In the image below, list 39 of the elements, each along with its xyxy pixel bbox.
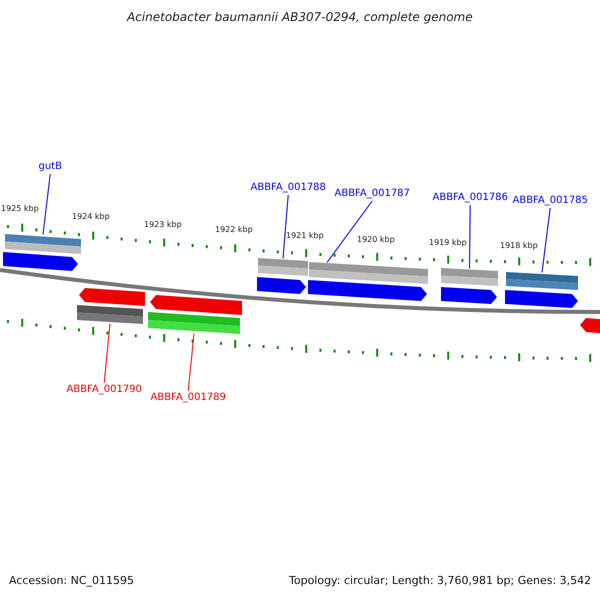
leader-line: [542, 208, 551, 273]
gene-feature-bar: [77, 305, 143, 324]
leader-line: [282, 194, 289, 259]
scale-label: 1918 kbp: [500, 240, 538, 252]
leader-line: [42, 174, 51, 235]
scale-label: 1923 kbp: [144, 219, 182, 231]
scale-label: 1925 kbp: [1, 203, 39, 215]
gene-feature-bar: [506, 272, 578, 290]
leader-line: [469, 204, 471, 269]
gene-feature-bar: [148, 312, 240, 334]
gene-feature-bar: [258, 258, 308, 276]
gene-block: [441, 287, 497, 304]
scale-label: 1921 kbp: [286, 230, 324, 242]
gene-feature-bar: [5, 234, 81, 254]
gene-block: [79, 288, 145, 306]
gene-block: [257, 277, 306, 294]
gene-label: ABBFA_001789: [150, 392, 226, 404]
gene-block: [3, 252, 78, 271]
gene-label: ABBFA_001788: [250, 182, 326, 194]
scale-label: 1920 kbp: [357, 234, 395, 246]
footer-text: Accession: NC_011595: [9, 575, 134, 587]
scale-label: 1924 kbp: [72, 211, 110, 223]
leader-line: [104, 323, 110, 384]
genome-title: Acinetobacter baumannii AB307-0294, complete genome: [127, 11, 473, 23]
gene-label: ABBFA_001785: [512, 195, 588, 207]
scale-label: 1922 kbp: [215, 224, 253, 236]
gene-feature-bar: [309, 262, 428, 284]
gene-label: gutB: [38, 161, 62, 173]
gene-block: [150, 295, 242, 315]
leader-line: [188, 333, 194, 392]
leader-line: [326, 200, 373, 263]
gene-label: ABBFA_001790: [66, 384, 142, 396]
gene-block: [505, 290, 578, 308]
gene-block: [308, 280, 427, 301]
gene-feature-bar: [441, 268, 498, 286]
gene-label: ABBFA_001786: [432, 192, 508, 204]
footer-text: Topology: circular; Length: 3,760,981 bp; Genes: 3,542: [289, 575, 592, 587]
scale-label: 1919 kbp: [429, 237, 467, 249]
gene-label: ABBFA_001787: [334, 188, 410, 200]
